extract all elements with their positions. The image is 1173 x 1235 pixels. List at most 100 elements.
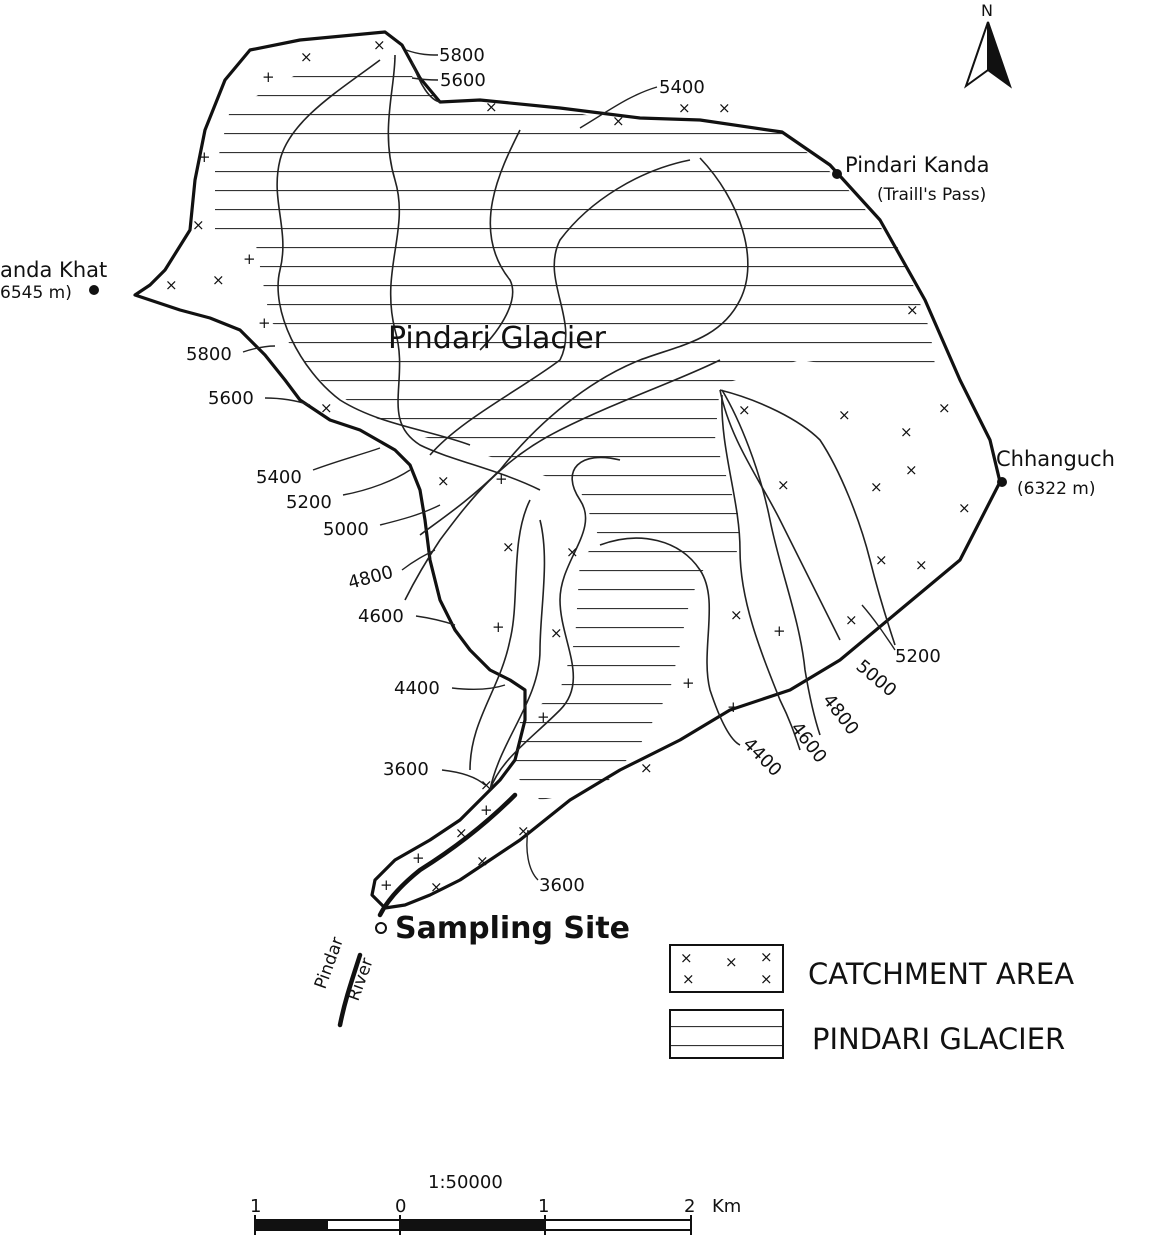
svg-text:×: × (640, 759, 653, 777)
legend-glacier-label: PINDARI GLACIER (812, 1022, 1065, 1056)
svg-text:×: × (680, 949, 693, 967)
nanda-khat-dot (89, 285, 99, 295)
svg-text:+: + (495, 470, 508, 488)
contour-leader (526, 829, 539, 881)
contour-label: 4800 (346, 562, 396, 594)
svg-text:×: × (777, 476, 790, 494)
contour-lines (276, 54, 896, 791)
svg-text:+: + (773, 622, 786, 640)
svg-text:×: × (760, 970, 773, 988)
pindari-kanda-dot (832, 169, 842, 179)
pindar-river (377, 792, 518, 918)
svg-text:+: + (412, 849, 425, 867)
contour-label: 5000 (323, 519, 369, 540)
scale-tick-label: 1 (250, 1196, 261, 1217)
contour-label: 5200 (286, 492, 332, 513)
north-label: N (981, 1, 993, 20)
north-arrow: N (964, 1, 1012, 89)
contour-label: 5600 (208, 388, 254, 409)
svg-text:×: × (212, 271, 225, 289)
svg-text:×: × (938, 399, 951, 417)
svg-text:×: × (373, 36, 386, 54)
sampling-site-label: Sampling Site (395, 911, 630, 946)
svg-text:×: × (517, 822, 530, 840)
svg-text:+: + (492, 618, 505, 636)
svg-text:+: + (380, 876, 393, 894)
legend-glacier-swatch (669, 1009, 784, 1059)
scale-bar: 1:50000 1 0 1 2 Km (250, 1172, 741, 1235)
contour-label: 4800 (818, 690, 863, 739)
svg-text:×: × (502, 538, 515, 556)
svg-text:×: × (725, 953, 738, 971)
scale-tick-label: 0 (395, 1196, 406, 1217)
svg-text:×: × (550, 624, 563, 642)
svg-text:×: × (192, 216, 205, 234)
svg-text:×: × (905, 461, 918, 479)
svg-text:+: + (243, 250, 256, 268)
place-chhanguch-sub: (6322 m) (1017, 479, 1096, 499)
place-chhanguch: Chhanguch (996, 447, 1115, 471)
contour-label: 3600 (383, 759, 429, 780)
contour-label: 4600 (358, 606, 404, 627)
place-nanda-khat: anda Khat (0, 258, 107, 282)
svg-text:+: + (537, 708, 550, 726)
place-pindari-kanda: Pindari Kanda (845, 153, 989, 177)
svg-text:×: × (300, 48, 313, 66)
contour-label: 4400 (394, 678, 440, 699)
contour-label: 5400 (659, 77, 705, 98)
svg-text:+: + (682, 674, 695, 692)
catchment-markers: + × × + × + × × + × × × × × × × × × × × … (165, 36, 971, 896)
svg-text:×: × (476, 852, 489, 870)
svg-text:×: × (906, 301, 919, 319)
svg-text:×: × (738, 401, 751, 419)
scale-unit: Km (712, 1196, 741, 1217)
svg-text:×: × (730, 606, 743, 624)
svg-text:+: + (727, 698, 740, 716)
svg-text:+: + (480, 801, 493, 819)
svg-text:×: × (485, 98, 498, 116)
place-pindari-kanda-sub: (Traill's Pass) (877, 185, 986, 205)
svg-text:×: × (845, 611, 858, 629)
contour-labels-east: 5200 5000 4800 4600 4400 (738, 604, 941, 781)
svg-text:×: × (958, 499, 971, 517)
pindar-river-lower (337, 952, 363, 1028)
contour-label: 5600 (440, 70, 486, 91)
chhanguch-dot (997, 477, 1007, 487)
svg-text:+: + (262, 68, 275, 86)
legend-catchment-swatch (669, 944, 784, 993)
contour-labels-top: 5800 5600 5400 (405, 45, 705, 129)
svg-text:×: × (455, 824, 468, 842)
svg-text:×: × (678, 99, 691, 117)
contour-label: 4600 (786, 718, 831, 767)
scale-ratio: 1:50000 (428, 1172, 503, 1193)
svg-text:×: × (320, 399, 333, 417)
contour-label: 5400 (256, 467, 302, 488)
scale-tick-label: 2 (684, 1196, 695, 1217)
contour-label: 5800 (186, 344, 232, 365)
scale-tick-label: 1 (538, 1196, 549, 1217)
contour-label: 5800 (439, 45, 485, 66)
svg-text:×: × (682, 970, 695, 988)
svg-text:×: × (612, 112, 625, 130)
svg-text:×: × (838, 406, 851, 424)
svg-text:+: + (198, 148, 211, 166)
svg-text:×: × (900, 423, 913, 441)
contour-label: 5200 (895, 646, 941, 667)
legend: × × × × × CATCHMENT AREA PINDARI GLACIER (669, 944, 1074, 1059)
contour-labels-west: 5800 5600 5400 5200 5000 4800 4600 4400 … (186, 344, 506, 786)
svg-text:+: + (258, 314, 271, 332)
svg-text:×: × (430, 878, 443, 896)
place-nanda-khat-sub: 6545 m) (0, 283, 72, 303)
contour-label: 4400 (738, 734, 785, 781)
svg-text:×: × (437, 472, 450, 490)
legend-catchment-label: CATCHMENT AREA (808, 957, 1074, 991)
svg-text:×: × (566, 543, 579, 561)
river-label-1: Pindar (311, 935, 348, 992)
map-title: Pindari Glacier (388, 321, 607, 356)
svg-text:×: × (870, 478, 883, 496)
catchment-boundary (133, 30, 1002, 910)
sampling-site-marker (375, 922, 387, 934)
svg-text:×: × (760, 948, 773, 966)
svg-text:×: × (480, 776, 493, 794)
river-label-2: River (344, 955, 378, 1003)
